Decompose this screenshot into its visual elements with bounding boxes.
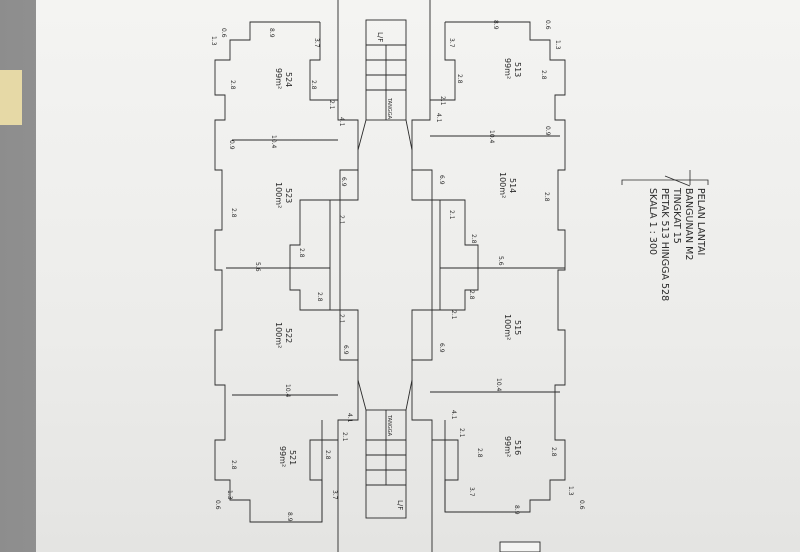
svg-text:523: 523 (284, 188, 293, 203)
dim-21-a: 2.1 (439, 96, 446, 106)
dim-28-n: 2.8 (324, 450, 331, 460)
svg-text:100m²: 100m² (274, 182, 283, 208)
dim-89-l2: 8.9 (286, 512, 293, 522)
dim-28-g: 2.8 (468, 290, 475, 300)
dim-21-b: 2.1 (328, 100, 335, 110)
next-sheet-edge (499, 541, 541, 552)
dim-104-l2: 10.4 (284, 384, 291, 398)
lift-label-bottom: L/F (396, 500, 404, 510)
core-top (357, 19, 413, 151)
unit-515: 515 100m² (503, 314, 522, 340)
dim-69-r2: 6.9 (438, 343, 445, 353)
core-bottom (357, 379, 413, 519)
dim-28-l: 2.8 (550, 447, 557, 457)
unit-516: 516 99m² (503, 436, 522, 457)
svg-text:100m²: 100m² (498, 172, 507, 198)
left-units-outline (214, 21, 338, 523)
dim-28-e: 2.8 (298, 248, 305, 258)
dim-89-r2: 8.9 (513, 505, 520, 515)
title-text-group: PELAN LANTAI BANGUNAN M2 TINGKAT 15 PETA… (647, 187, 706, 301)
unit-522: 522 100m² (274, 322, 293, 348)
svg-text:516: 516 (513, 440, 522, 455)
stair-label-bottom: TANGGA (386, 414, 392, 437)
paper-sheet (36, 0, 800, 552)
unit-514: 514 100m² (498, 172, 517, 198)
corridor-outline (329, 0, 441, 552)
title-line-4: PETAK 513 HINGGA 528 (659, 188, 670, 301)
title-line-1: PELAN LANTAI (695, 188, 706, 255)
dim-13-c: 1.3 (567, 486, 574, 496)
title-line-2: BANGUNAN M2 (683, 188, 694, 260)
dim-21-c: 2.1 (448, 210, 455, 220)
dim-06-d: 0.6 (214, 500, 221, 510)
dim-104-l1: 10.4 (270, 135, 277, 149)
dim-28-c: 2.8 (229, 80, 236, 90)
dim-69-l1: 6.9 (340, 177, 347, 187)
dim-37-r1: 3.7 (448, 38, 455, 48)
dim-41-d: 4.1 (346, 413, 353, 423)
dim-13-b: 1.3 (210, 36, 217, 46)
title-line-5: SKALA 1 : 300 (647, 188, 658, 255)
dim-06-b: 0.6 (220, 28, 227, 38)
stair-label-top: TANGGA (386, 97, 392, 120)
dim-13-a: 1.3 (554, 40, 561, 50)
dim-28-i: 2.8 (543, 192, 550, 202)
dim-21-e: 2.1 (338, 314, 345, 324)
svg-text:513: 513 (513, 62, 522, 77)
svg-text:100m²: 100m² (274, 322, 283, 348)
dim-13-d: 1.3 (226, 490, 233, 500)
dim-21-g: 2.1 (458, 428, 465, 438)
title-block (621, 170, 709, 187)
dim-69-r1: 6.9 (438, 175, 445, 185)
dim-37-r2: 3.7 (468, 487, 475, 497)
dim-21-f: 2.1 (450, 310, 457, 320)
svg-text:99m²: 99m² (503, 436, 512, 457)
dim-69-l2: 6.9 (342, 345, 349, 355)
dim-09-b: 0.9 (228, 140, 235, 150)
unit-524: 524 99m² (274, 68, 293, 89)
svg-text:99m²: 99m² (274, 68, 283, 89)
svg-text:100m²: 100m² (503, 314, 512, 340)
dim-37-l1: 3.7 (313, 38, 320, 48)
dim-104-r1: 10.4 (488, 130, 495, 144)
dim-28-f: 2.8 (470, 234, 477, 244)
dim-37-l2: 3.7 (331, 490, 338, 500)
dim-28-h: 2.8 (316, 292, 323, 302)
svg-text:521: 521 (288, 450, 297, 465)
dim-06-c: 0.6 (578, 500, 585, 510)
svg-text:99m²: 99m² (278, 446, 287, 467)
dim-89-l1: 8.9 (268, 28, 275, 38)
title-line-3: TINGKAT 15 (671, 187, 682, 244)
dim-56-l: 5.6 (254, 262, 261, 272)
dim-28-a: 2.8 (456, 74, 463, 84)
dim-41-c: 4.1 (450, 410, 457, 420)
dim-28-m: 2.8 (230, 460, 237, 470)
dim-41-b: 4.1 (338, 117, 345, 127)
unit-513: 513 99m² (503, 58, 522, 79)
dim-28-j: 2.8 (230, 208, 237, 218)
sticky-note (0, 70, 22, 125)
unit-521: 521 99m² (278, 446, 297, 467)
dim-56-r: 5.6 (497, 256, 504, 266)
svg-text:99m²: 99m² (503, 58, 512, 79)
dim-28-d: 2.8 (310, 80, 317, 90)
svg-text:522: 522 (284, 328, 293, 343)
dim-104-r2: 10.4 (495, 378, 502, 392)
dim-09-a: 0.9 (544, 126, 551, 136)
dim-06-a: 0.6 (544, 20, 551, 30)
lift-label-top: L/F (376, 32, 384, 42)
dim-28-b: 2.8 (540, 70, 547, 80)
dim-28-k: 2.8 (476, 448, 483, 458)
dim-41-a: 4.1 (435, 113, 442, 123)
svg-text:524: 524 (284, 72, 293, 87)
unit-523: 523 100m² (274, 182, 293, 208)
dim-21-h: 2.1 (341, 432, 348, 442)
dim-89-r1: 8.9 (492, 20, 499, 30)
dim-21-d: 2.1 (338, 215, 345, 225)
right-units-outline (430, 21, 566, 513)
svg-text:514: 514 (508, 178, 517, 193)
svg-text:515: 515 (513, 320, 522, 335)
